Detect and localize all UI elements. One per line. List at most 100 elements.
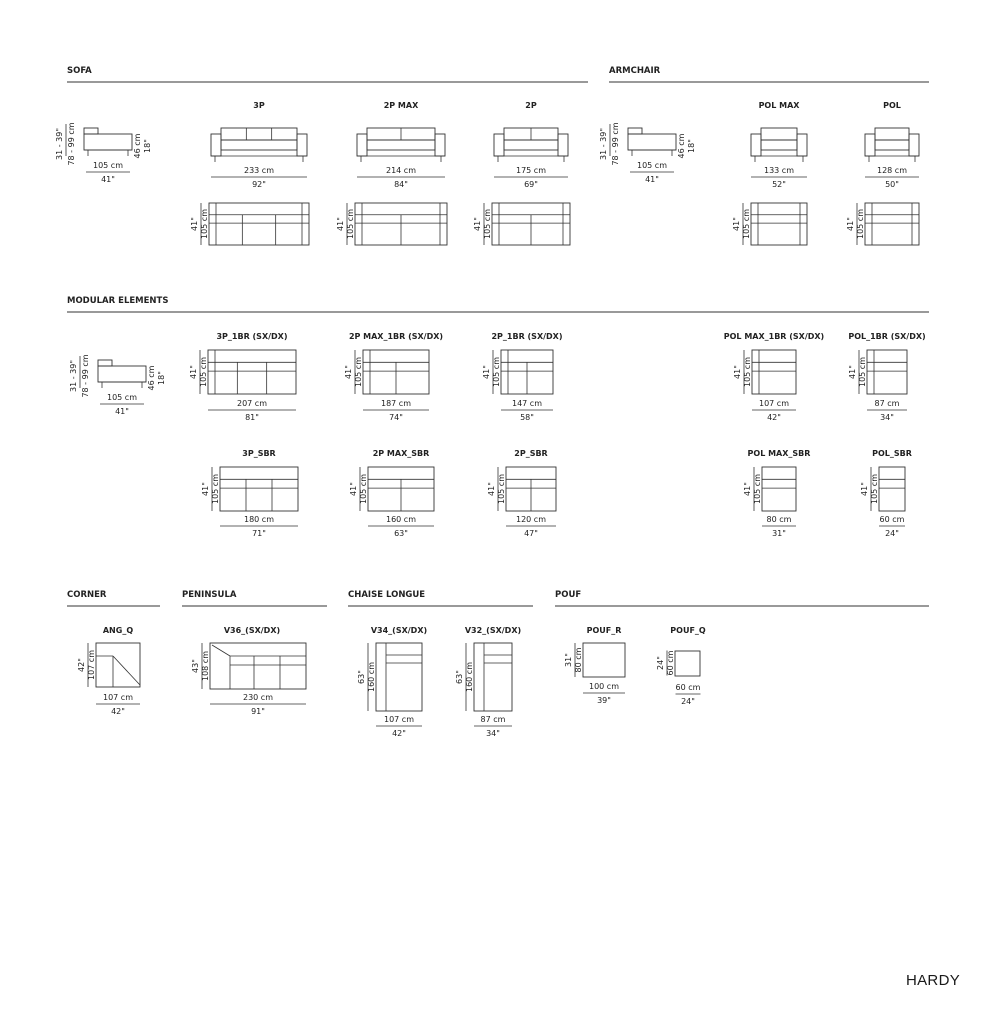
brand-name: HARDY	[906, 972, 961, 989]
dim-depth-in: 63"	[455, 670, 464, 684]
dim-depth-in: 43"	[191, 659, 200, 673]
dim-width-cm: 107 cm	[103, 693, 133, 702]
dim-depth-cm: 105 cm	[856, 209, 865, 239]
dim-depth-in: 41"	[487, 482, 496, 496]
dim-depth-in: 41"	[848, 365, 857, 379]
plan-outline	[878, 466, 906, 512]
dim-depth-cm: 108 cm	[201, 651, 210, 681]
peninsula-outline	[209, 642, 307, 690]
front-arm-right	[557, 133, 569, 157]
plan-outline	[866, 349, 908, 395]
chaise-outline	[473, 642, 513, 712]
dim-width-in: 63"	[394, 529, 408, 538]
dim-width-cm: 180 cm	[244, 515, 274, 524]
side-seat-in: 18"	[157, 371, 166, 385]
dim-depth-in: 41"	[344, 365, 353, 379]
model-name: 2P MAX_SBR	[373, 449, 430, 458]
dim-width-cm: 120 cm	[516, 515, 546, 524]
dim-depth-in: 24"	[656, 656, 665, 670]
front-arm-right	[434, 133, 446, 157]
dim-width-cm: 87 cm	[481, 715, 506, 724]
dim-depth-in: 41"	[846, 217, 855, 231]
dim-width-in: 84"	[394, 180, 408, 189]
dim-width-in: 91"	[251, 707, 265, 716]
dim-width-in: 42"	[392, 729, 406, 738]
dim-width-cm: 80 cm	[767, 515, 792, 524]
front-seat	[503, 139, 559, 151]
side-headrest	[627, 127, 643, 135]
dim-depth-in: 41"	[190, 217, 199, 231]
dim-depth-in: 63"	[357, 670, 366, 684]
model-name: 2P	[525, 101, 537, 110]
dim-width-cm: 214 cm	[386, 166, 416, 175]
front-arm-left	[493, 133, 505, 157]
dim-width-cm: 230 cm	[243, 693, 273, 702]
dim-depth-cm: 160 cm	[465, 662, 474, 692]
dim-depth-cm: 105 cm	[200, 209, 209, 239]
model-name: V34_(SX/DX)	[371, 626, 427, 635]
dim-width-cm: 160 cm	[386, 515, 416, 524]
dim-width-cm: 207 cm	[237, 399, 267, 408]
dim-width-in: 71"	[252, 529, 266, 538]
dim-depth-in: 31"	[564, 653, 573, 667]
dim-width-cm: 233 cm	[244, 166, 274, 175]
side-height-cm: 78 - 99 cm	[611, 122, 620, 165]
model-name: V32_(SX/DX)	[465, 626, 521, 635]
dim-depth-in: 41"	[482, 365, 491, 379]
side-body	[627, 133, 677, 151]
model-name: 2P_SBR	[514, 449, 547, 458]
model-name: 2P_1BR (SX/DX)	[491, 332, 562, 341]
model-name: 2P MAX_1BR (SX/DX)	[349, 332, 443, 341]
front-arm-left	[750, 133, 762, 157]
section-title-chaise: CHAISE LONGUE	[348, 590, 425, 600]
dim-width-cm: 107 cm	[759, 399, 789, 408]
model-name: POL MAX	[759, 101, 801, 110]
dim-depth-cm: 105 cm	[753, 474, 762, 504]
model-name: 2P MAX	[384, 101, 419, 110]
plan-outline	[208, 202, 310, 246]
dim-width-cm: 60 cm	[880, 515, 905, 524]
front-backrest	[760, 127, 798, 141]
dim-width-in: 31"	[772, 529, 786, 538]
front-arm-right	[296, 133, 308, 157]
dim-width-in: 42"	[111, 707, 125, 716]
dim-width-in: 69"	[524, 180, 538, 189]
side-depth-in: 41"	[645, 175, 659, 184]
dim-width-in: 34"	[486, 729, 500, 738]
side-depth-in: 41"	[101, 175, 115, 184]
dim-width-in: 39"	[597, 696, 611, 705]
plan-outline	[761, 466, 797, 512]
side-height-cm: 78 - 99 cm	[81, 354, 90, 397]
side-seat-cm: 46 cm	[677, 133, 686, 158]
dim-width-cm: 175 cm	[516, 166, 546, 175]
dim-width-in: 74"	[389, 413, 403, 422]
dim-width-cm: 133 cm	[764, 166, 794, 175]
dim-width-in: 34"	[880, 413, 894, 422]
dim-depth-cm: 105 cm	[742, 209, 751, 239]
side-depth-cm: 105 cm	[107, 393, 137, 402]
pouf-r-outline	[582, 642, 626, 678]
dim-depth-cm: 105 cm	[211, 474, 220, 504]
front-arm-left	[210, 133, 222, 157]
dim-width-in: 47"	[524, 529, 538, 538]
dim-width-cm: 128 cm	[877, 166, 907, 175]
front-arm-left	[356, 133, 368, 157]
plan-outline	[750, 202, 808, 246]
front-arm-right	[908, 133, 920, 157]
side-depth-in: 41"	[115, 407, 129, 416]
dim-width-cm: 100 cm	[589, 682, 619, 691]
dim-width-in: 24"	[885, 529, 899, 538]
dim-depth-in: 41"	[336, 217, 345, 231]
side-height-in: 31 - 39"	[599, 128, 608, 160]
dim-width-cm: 187 cm	[381, 399, 411, 408]
front-seat	[366, 139, 436, 151]
dim-depth-in: 41"	[733, 365, 742, 379]
plan-outline	[219, 466, 299, 512]
pouf-q-outline	[674, 650, 701, 677]
model-name: POL	[883, 101, 901, 110]
model-name: 3P	[253, 101, 265, 110]
dim-depth-cm: 60 cm	[666, 650, 675, 675]
corner-outline	[95, 642, 141, 688]
